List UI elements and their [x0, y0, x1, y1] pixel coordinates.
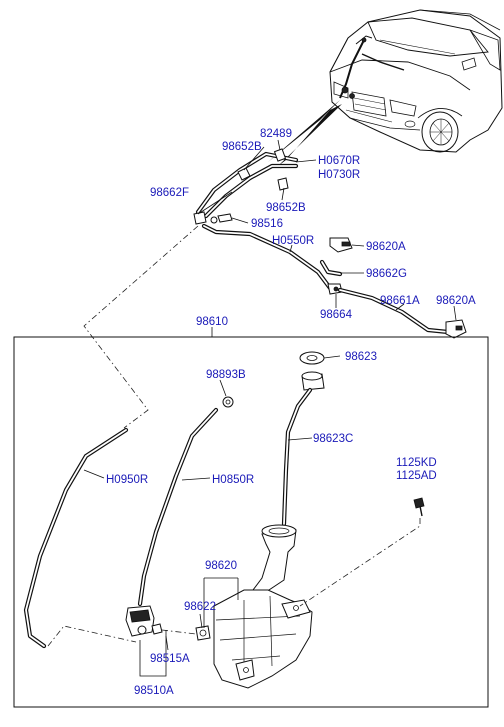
lower-parts — [23, 351, 425, 689]
label-98515A: 98515A — [150, 653, 190, 665]
link-line-upper — [83, 225, 199, 429]
label-98623: 98623 — [345, 351, 377, 363]
label-H0550R: H0550R — [272, 235, 314, 247]
reservoir-assembly-box — [13, 336, 489, 708]
label-98516: 98516 — [251, 218, 283, 230]
label-98662F: 98662F — [150, 187, 189, 199]
label-98623C: 98623C — [313, 433, 353, 445]
label-98620A-right: 98620A — [436, 295, 476, 307]
vehicle-illustration — [268, 9, 503, 166]
lower-leader-lines — [83, 355, 341, 677]
label-1125KD: 1125KD — [396, 457, 437, 469]
label-98620: 98620 — [205, 560, 237, 572]
label-98893B: 98893B — [206, 369, 246, 381]
label-1125AD: 1125AD — [396, 470, 437, 482]
upper-hose-assembly — [193, 148, 467, 339]
label-98510A: 98510A — [134, 685, 174, 697]
label-82489: 82489 — [260, 128, 292, 140]
label-98652B-mid: 98652B — [266, 202, 306, 214]
label-H0950R: H0950R — [106, 474, 148, 486]
upper-leader-lines — [197, 139, 457, 321]
label-98664: 98664 — [320, 309, 353, 321]
label-98610: 98610 — [196, 316, 228, 328]
label-98620A-upper: 98620A — [366, 241, 406, 253]
label-H0730R: H0730R — [318, 169, 360, 181]
lower-link-lines — [47, 518, 421, 647]
label-H0850R: H0850R — [212, 474, 254, 486]
label-98662G: 98662G — [366, 268, 407, 280]
label-98622: 98622 — [184, 601, 216, 613]
label-98652B-top: 98652B — [222, 141, 262, 153]
label-98661A: 98661A — [380, 295, 420, 307]
label-H0670R: H0670R — [318, 155, 360, 167]
part-labels: 82489 98652B H0670R H0730R 98662F 98652B… — [106, 128, 476, 697]
